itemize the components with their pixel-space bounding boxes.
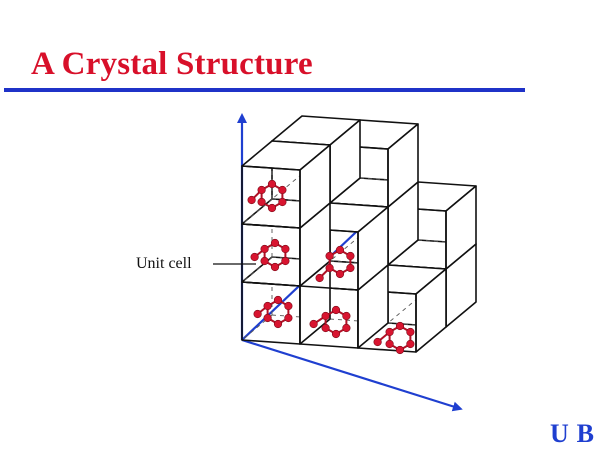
atom bbox=[331, 329, 341, 339]
molecule bbox=[250, 238, 290, 272]
atom bbox=[257, 185, 266, 195]
atom bbox=[263, 301, 272, 311]
atom bbox=[247, 195, 256, 205]
atom bbox=[406, 339, 415, 349]
atom bbox=[263, 313, 272, 323]
atom bbox=[250, 252, 259, 262]
atom bbox=[321, 323, 330, 333]
hidden-edge bbox=[241, 256, 273, 283]
atom bbox=[346, 263, 355, 273]
atom bbox=[267, 203, 277, 213]
atom bbox=[257, 197, 266, 207]
title-underline bbox=[4, 88, 525, 92]
atom bbox=[284, 301, 293, 311]
atom bbox=[267, 179, 277, 189]
atom bbox=[260, 256, 269, 266]
atom bbox=[278, 185, 287, 195]
molecule-group bbox=[247, 179, 415, 355]
atom bbox=[278, 197, 287, 207]
atom bbox=[385, 339, 394, 349]
atom bbox=[331, 305, 341, 315]
atom bbox=[342, 311, 351, 321]
unit-cell-label: Unit cell bbox=[136, 255, 192, 272]
hidden-edge bbox=[271, 173, 303, 200]
atom bbox=[335, 245, 345, 255]
hidden-edge bbox=[241, 314, 273, 341]
atom bbox=[321, 311, 330, 321]
cube-front-face bbox=[241, 165, 301, 229]
unit-cell-cubes bbox=[241, 115, 477, 353]
cube-front-face bbox=[241, 223, 301, 287]
atom bbox=[253, 309, 262, 319]
molecule bbox=[315, 245, 355, 283]
slide-title: A Crystal Structure bbox=[31, 46, 313, 82]
atom bbox=[385, 327, 394, 337]
atom bbox=[395, 345, 405, 355]
molecule bbox=[309, 305, 351, 339]
atom bbox=[270, 262, 280, 272]
atom bbox=[284, 313, 293, 323]
atom bbox=[309, 319, 318, 329]
cube-front-face bbox=[241, 281, 301, 345]
atom bbox=[270, 238, 280, 248]
atom bbox=[325, 251, 334, 261]
atom bbox=[406, 327, 415, 337]
atom bbox=[335, 269, 345, 279]
molecule bbox=[373, 321, 415, 355]
atom bbox=[315, 273, 324, 283]
atom bbox=[373, 337, 382, 347]
unit-cell-cube bbox=[241, 140, 331, 229]
atom bbox=[260, 244, 269, 254]
hidden-edge bbox=[241, 198, 273, 225]
atom bbox=[346, 251, 355, 261]
atom bbox=[395, 321, 405, 331]
atom bbox=[281, 256, 290, 266]
svg-text:UB: UB bbox=[550, 420, 594, 446]
ub-logo: UB bbox=[550, 420, 594, 446]
atom bbox=[273, 295, 283, 305]
hidden-edge bbox=[387, 297, 419, 324]
atom bbox=[325, 263, 334, 273]
atom bbox=[281, 244, 290, 254]
molecule bbox=[247, 179, 287, 213]
atom bbox=[273, 319, 283, 329]
hidden-edge bbox=[329, 235, 361, 262]
molecule bbox=[253, 295, 293, 329]
horizontal-axis bbox=[241, 338, 463, 412]
atom bbox=[342, 323, 351, 333]
